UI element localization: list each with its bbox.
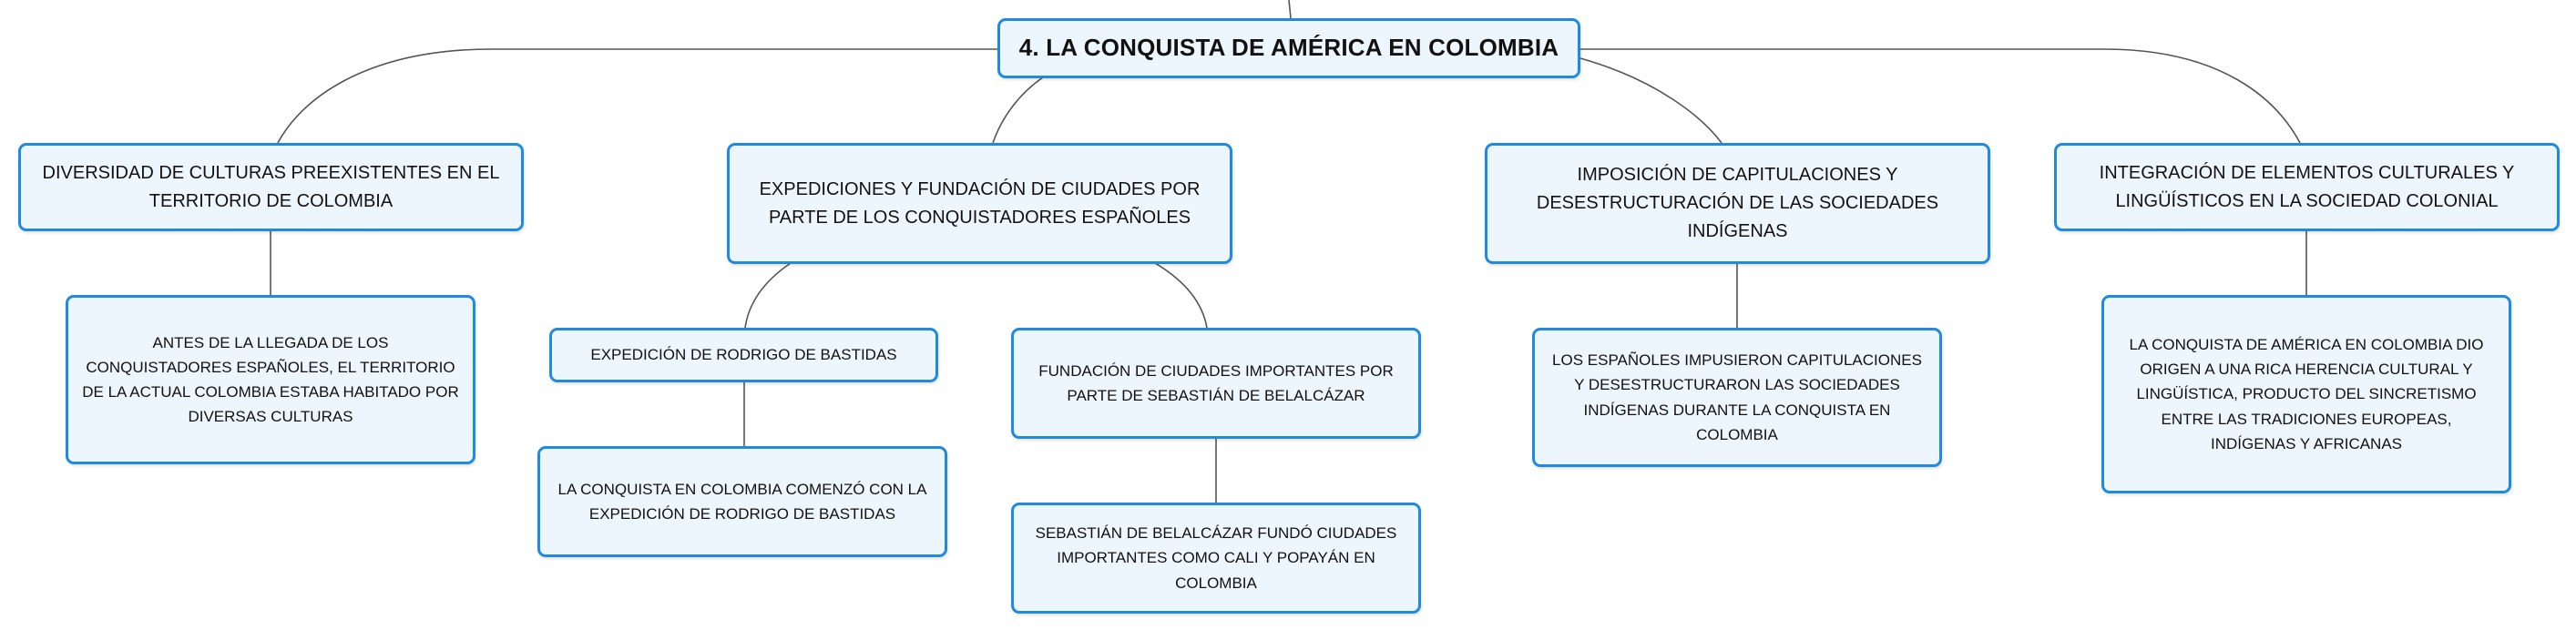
detail-fundacion-belalcazar[interactable]: SEBASTIÁN DE BELALCÁZAR FUNDÓ CIUDADES I… bbox=[1011, 503, 1421, 614]
detail-expedicion-bastidas[interactable]: LA CONQUISTA EN COLOMBIA COMENZÓ CON LA … bbox=[537, 446, 947, 557]
subtopic-fundacion-belalcazar[interactable]: FUNDACIÓN DE CIUDADES IMPORTANTES POR PA… bbox=[1011, 328, 1421, 439]
branch-diversidad-culturas[interactable]: DIVERSIDAD DE CULTURAS PREEXISTENTES EN … bbox=[18, 143, 524, 231]
connector-branch2-to-sub2 bbox=[1154, 262, 1208, 329]
branch-expediciones-fundacion[interactable]: EXPEDICIONES Y FUNDACIÓN DE CIUDADES POR… bbox=[727, 143, 1232, 264]
branch-capitulaciones[interactable]: IMPOSICIÓN DE CAPITULACIONES Y DESESTRUC… bbox=[1485, 143, 1990, 264]
subtopic-expedicion-bastidas-label: EXPEDICIÓN DE RODRIGO DE BASTIDAS bbox=[590, 346, 897, 364]
subtopic-fundacion-belalcazar-label: FUNDACIÓN DE CIUDADES IMPORTANTES POR PA… bbox=[1038, 361, 1394, 404]
branch-integracion-cultural-label: INTEGRACIÓN DE ELEMENTOS CULTURALES Y LI… bbox=[2099, 162, 2515, 211]
root-topic[interactable]: 4. LA CONQUISTA DE AMÉRICA EN COLOMBIA bbox=[997, 18, 1580, 78]
connector-branch2-to-sub1 bbox=[744, 262, 792, 329]
branch-diversidad-culturas-label: DIVERSIDAD DE CULTURAS PREEXISTENTES EN … bbox=[42, 162, 500, 211]
detail-fundacion-belalcazar-label: SEBASTIÁN DE BELALCÁZAR FUNDÓ CIUDADES I… bbox=[1035, 524, 1397, 592]
detail-integracion-cultural-label: LA CONQUISTA DE AMÉRICA EN COLOMBIA DIO … bbox=[2129, 336, 2484, 452]
connector-parent-to-root bbox=[1288, 0, 1292, 19]
detail-diversidad-culturas[interactable]: ANTES DE LA LLEGADA DE LOS CONQUISTADORE… bbox=[66, 295, 475, 464]
connector-root-to-branch1 bbox=[277, 48, 997, 144]
connector-root-to-branch2 bbox=[992, 76, 1044, 144]
connector-root-to-branch4 bbox=[1580, 48, 2301, 144]
detail-diversidad-culturas-label: ANTES DE LA LLEGADA DE LOS CONQUISTADORE… bbox=[82, 333, 459, 426]
branch-expediciones-fundacion-label: EXPEDICIONES Y FUNDACIÓN DE CIUDADES POR… bbox=[759, 178, 1201, 228]
detail-capitulaciones[interactable]: LOS ESPAÑOLES IMPUSIERON CAPITULACIONES … bbox=[1532, 328, 1942, 467]
branch-capitulaciones-label: IMPOSICIÓN DE CAPITULACIONES Y DESESTRUC… bbox=[1536, 165, 1939, 241]
root-topic-label: 4. LA CONQUISTA DE AMÉRICA EN COLOMBIA bbox=[1018, 34, 1559, 62]
subtopic-expedicion-bastidas[interactable]: EXPEDICIÓN DE RODRIGO DE BASTIDAS bbox=[549, 328, 938, 382]
connector-root-to-branch3 bbox=[1579, 57, 1722, 144]
detail-expedicion-bastidas-label: LA CONQUISTA EN COLOMBIA COMENZÓ CON LA … bbox=[557, 480, 927, 523]
detail-integracion-cultural[interactable]: LA CONQUISTA DE AMÉRICA EN COLOMBIA DIO … bbox=[2101, 295, 2511, 493]
detail-capitulaciones-label: LOS ESPAÑOLES IMPUSIERON CAPITULACIONES … bbox=[1552, 351, 1922, 443]
branch-integracion-cultural[interactable]: INTEGRACIÓN DE ELEMENTOS CULTURALES Y LI… bbox=[2054, 143, 2560, 231]
